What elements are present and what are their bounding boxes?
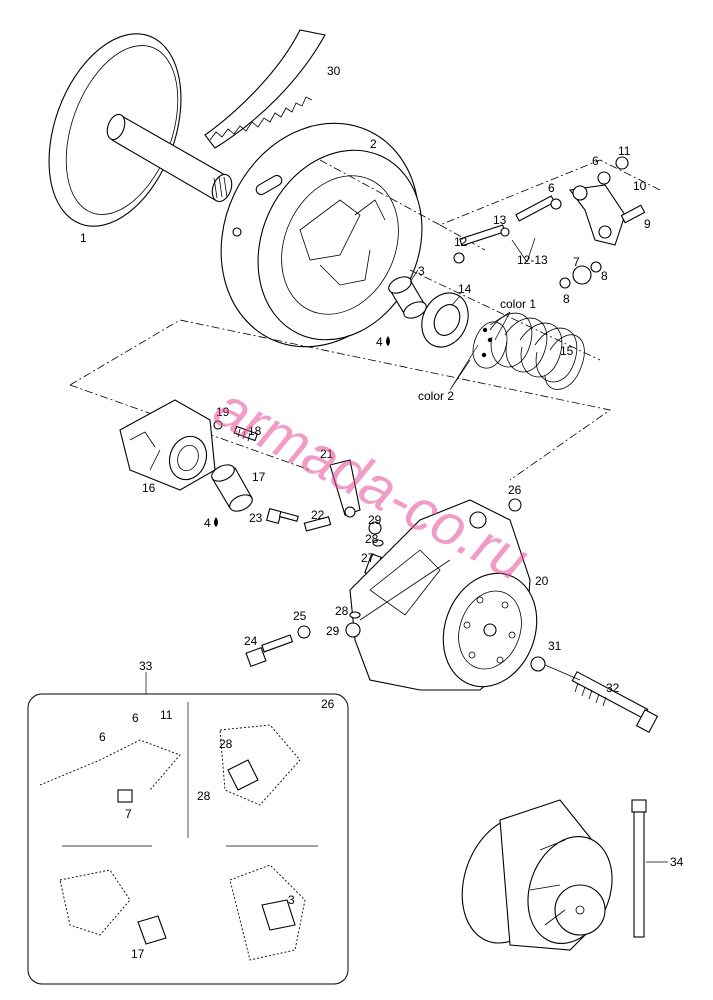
label-31: 31 [548, 639, 562, 653]
bolt-32 [571, 671, 659, 733]
washer-25 [297, 625, 311, 639]
label-11: 11 [618, 144, 631, 158]
inset-label-28b: 28 [197, 789, 211, 803]
label-4b: 4 [204, 516, 211, 530]
label-29a: 29 [368, 513, 382, 527]
label-9: 9 [644, 217, 651, 231]
label-26: 26 [508, 483, 522, 497]
inset-label-3: 3 [288, 893, 295, 907]
assembly-line-middle [69, 319, 611, 481]
washer-14 [421, 292, 469, 348]
label-33: 33 [139, 659, 153, 673]
bolt-34 [631, 799, 647, 938]
fixed-sheave [48, 33, 233, 227]
bushing-3 [388, 276, 427, 319]
grease-drop-icon [386, 336, 390, 346]
label-8b: 8 [563, 292, 570, 306]
assembly-line-axis [409, 269, 601, 361]
label-20: 20 [535, 574, 549, 588]
label-13: 13 [493, 213, 507, 227]
hub-20 [349, 499, 538, 691]
ring-28b [349, 611, 361, 619]
bushing-17 [211, 464, 253, 512]
label-17: 17 [252, 470, 266, 484]
label-15: 15 [560, 344, 574, 358]
label-6b: 6 [548, 181, 555, 195]
washer-19 [213, 420, 223, 430]
inset-labels: 6 11 6 7 26 28 28 3 17 [99, 697, 335, 961]
grease-drop-icon-2 [214, 517, 218, 527]
label-color2: color 2 [418, 389, 454, 403]
label-28b: 28 [335, 604, 349, 618]
label-12: 12 [454, 235, 468, 249]
label-34: 34 [670, 855, 684, 869]
label-16: 16 [142, 481, 156, 495]
label-23: 23 [249, 511, 263, 525]
inset-label-17: 17 [131, 947, 145, 961]
label-12-13: 12-13 [517, 253, 548, 267]
movable-sheave-housing [220, 122, 423, 348]
screw-18 [233, 425, 259, 442]
label-27: 27 [361, 551, 375, 565]
governor-cup-16 [119, 399, 216, 491]
bolt-23 [265, 507, 299, 525]
label-28a: 28 [365, 532, 379, 546]
label-32: 32 [606, 681, 620, 695]
arm-21 [329, 459, 361, 518]
leader-lines [409, 237, 536, 391]
label-10: 10 [633, 179, 647, 193]
label-4a: 4 [376, 335, 383, 349]
label-8a: 8 [601, 269, 608, 283]
assembly-line-upper [319, 159, 661, 251]
inset-label-11: 11 [160, 708, 173, 722]
drive-belt [204, 29, 326, 149]
clutch-assembly [461, 799, 613, 951]
label-21: 21 [320, 447, 334, 461]
roller-29b [345, 622, 361, 638]
inset-box-33 [27, 672, 349, 985]
label-7: 7 [573, 255, 580, 269]
part-labels: 30 2 1 11 6 10 6 9 13 12 12-13 7 8 8 3 1… [80, 64, 684, 869]
nut-26 [508, 498, 522, 512]
inset-label-28a: 28 [219, 737, 233, 751]
label-29b: 29 [326, 624, 340, 638]
label-6a: 6 [592, 154, 599, 168]
bolt-24 [245, 634, 294, 668]
ring-28 [372, 539, 384, 547]
inset-label-26: 26 [321, 697, 335, 711]
roller-29 [368, 521, 382, 535]
label-30: 30 [327, 64, 341, 78]
label-19: 19 [216, 405, 230, 419]
label-color1: color 1 [500, 297, 536, 311]
label-24: 24 [244, 634, 258, 648]
pin-22 [303, 516, 332, 532]
inset-label-6b: 6 [99, 730, 106, 744]
label-3: 3 [418, 264, 425, 278]
label-2: 2 [370, 137, 377, 151]
label-18: 18 [248, 424, 262, 438]
label-14: 14 [458, 282, 472, 296]
washer-31 [530, 656, 546, 672]
lever-assembly [453, 156, 646, 289]
label-22: 22 [311, 508, 325, 522]
label-1: 1 [80, 231, 87, 245]
label-25: 25 [293, 609, 307, 623]
inset-label-6a: 6 [132, 711, 139, 725]
inset-label-7: 7 [125, 807, 132, 821]
